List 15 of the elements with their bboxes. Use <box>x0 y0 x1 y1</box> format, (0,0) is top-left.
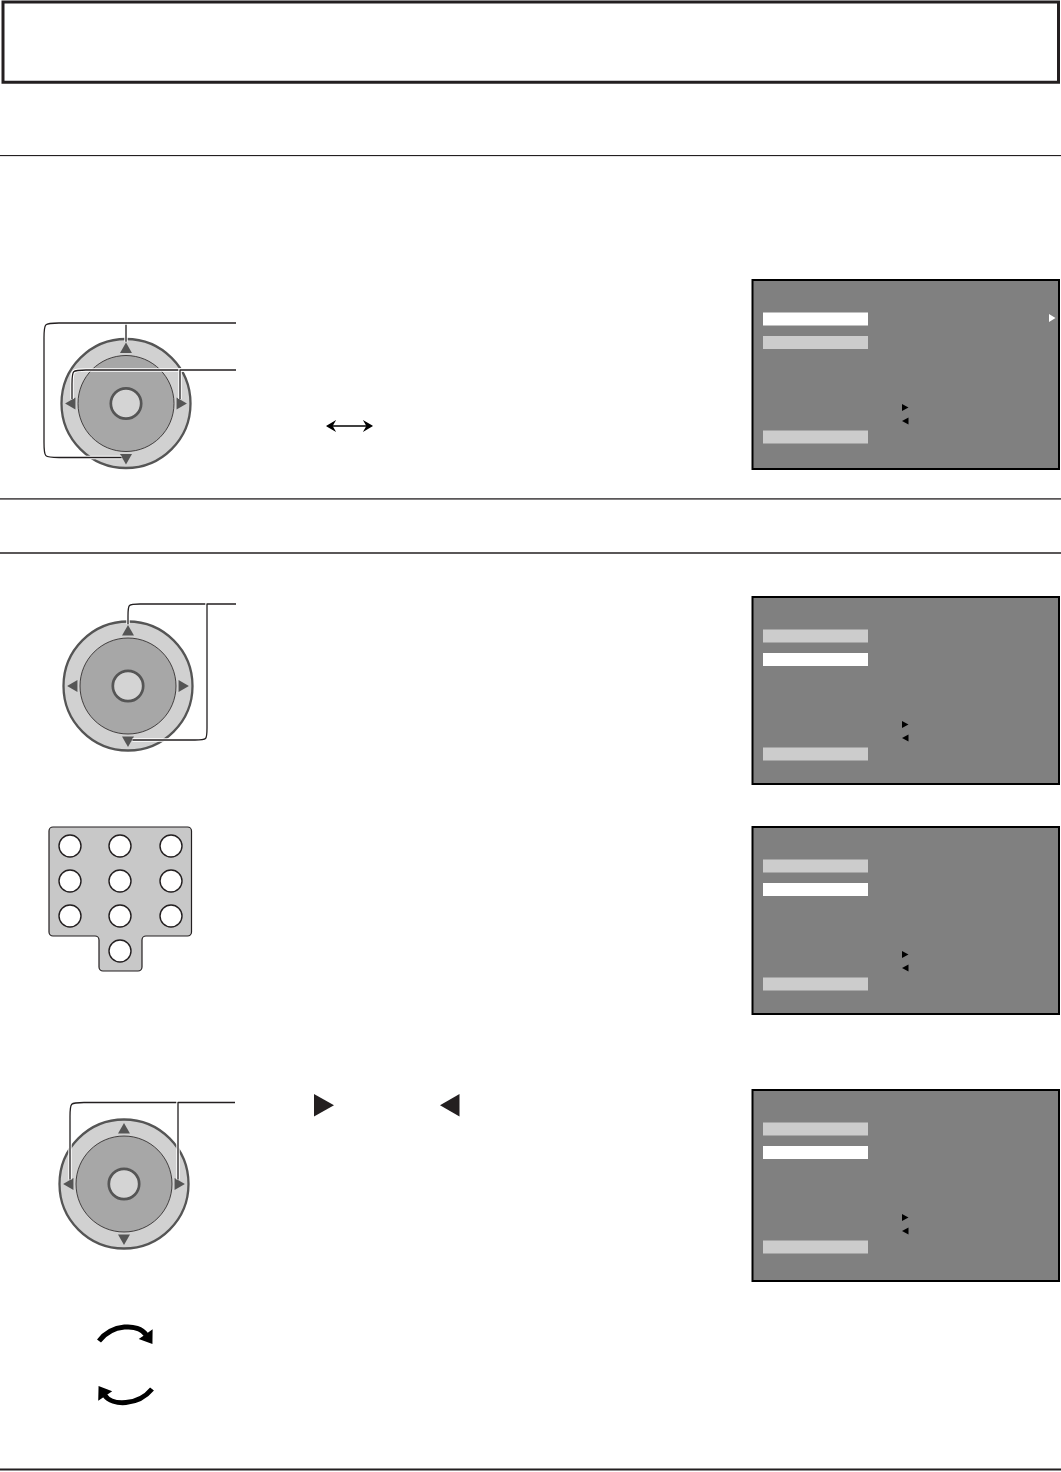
arrow-key <box>65 397 76 410</box>
arrow-key <box>174 1178 185 1190</box>
direction-pad <box>58 1118 190 1250</box>
direction-pad <box>60 337 192 470</box>
leader-line <box>178 368 237 400</box>
arrow-key <box>120 454 132 465</box>
arrow-key <box>122 625 134 636</box>
leader-line <box>131 602 237 742</box>
leader-line <box>42 321 237 460</box>
arrow-key <box>122 736 134 747</box>
arrow-key <box>63 1178 74 1190</box>
leader-line <box>176 1100 236 1181</box>
arrow-key <box>176 397 187 410</box>
direction-pad <box>62 620 194 752</box>
arrow-key <box>120 342 132 353</box>
